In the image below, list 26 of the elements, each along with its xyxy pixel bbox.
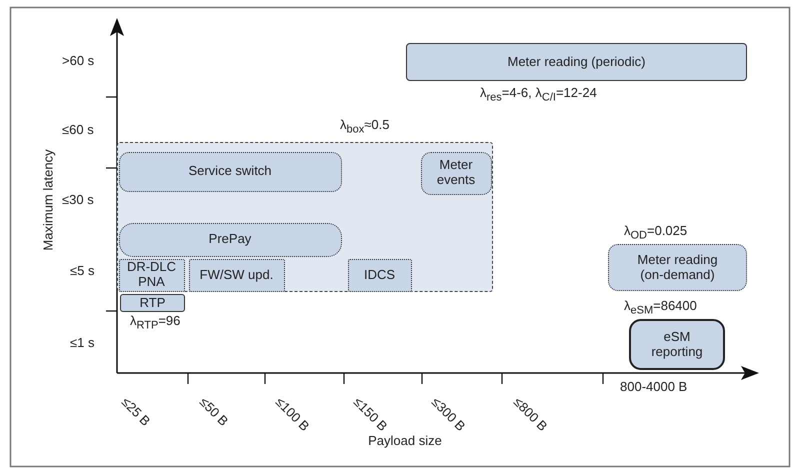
- category-box: Meter reading (periodic): [406, 43, 747, 81]
- rate-label: λ$_{eSM}$=86400: [624, 298, 697, 317]
- y-tick-label: ≤30 s: [62, 192, 94, 207]
- x-tick-label: ≤25 B: [118, 394, 154, 429]
- x-tick-label: ≤50 B: [196, 394, 232, 429]
- category-box: eSM reporting: [629, 319, 725, 370]
- category-box: IDCS: [348, 258, 412, 292]
- axis-title: Payload size: [368, 433, 442, 448]
- category-box: Service switch: [118, 152, 342, 192]
- rate-label: λ$_{OD}$=0.025: [624, 223, 688, 242]
- dash-dot-region: [117, 142, 493, 292]
- rate-label: λ$_{RTP}$=96: [130, 313, 180, 332]
- x-tick-label: 800-4000 B: [620, 379, 688, 394]
- category-box: DR-DLC PNA: [118, 258, 184, 292]
- category-box: RTP: [120, 294, 185, 312]
- category-box: FW/SW upd.: [188, 258, 284, 292]
- category-box: Meter reading (on-demand): [608, 244, 747, 291]
- y-tick-label: ≤5 s: [70, 263, 94, 278]
- axis-title: Maximum latency: [40, 149, 56, 251]
- rate-label: λ$_{box}$≈0.5: [340, 117, 390, 136]
- y-tick-label: ≤60 s: [62, 122, 94, 137]
- category-box: Meter events: [420, 152, 492, 194]
- category-box: PrePay: [118, 222, 342, 256]
- rate-label: λ$_{res}$=4-6, λ$_{C/I}$=12-24: [480, 85, 597, 104]
- y-tick-label: >60 s: [62, 53, 94, 68]
- y-tick-label: ≤1 s: [70, 335, 94, 350]
